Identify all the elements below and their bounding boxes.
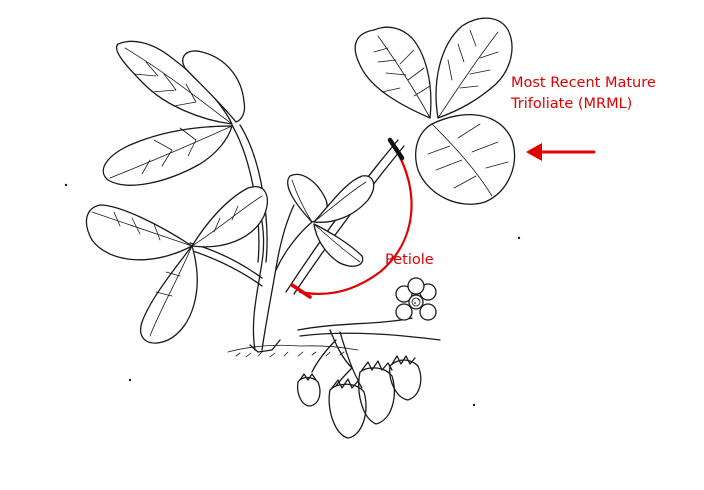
leaf-middle-small <box>287 173 375 267</box>
strawberries <box>296 339 422 439</box>
leaf-left <box>85 186 268 344</box>
petiole-label: Petiole <box>385 252 434 268</box>
arrow-left-icon <box>526 143 596 161</box>
mrml-label: Most Recent Mature Trifoliate (MRML) <box>511 73 656 115</box>
petiole-top-marker <box>387 137 405 161</box>
flower <box>395 277 437 321</box>
petiole-bottom-marker <box>290 283 312 299</box>
petiole-annotation <box>290 137 413 299</box>
ground-shading <box>227 344 359 358</box>
plant-stems <box>189 124 441 381</box>
leaf-mrml <box>354 17 516 205</box>
mrml-label-line2: Trifoliate (MRML) <box>511 96 633 112</box>
mrml-label-line1: Most Recent Mature <box>511 75 656 91</box>
leaf-upper-left <box>102 40 246 186</box>
scan-specks <box>64 183 521 407</box>
